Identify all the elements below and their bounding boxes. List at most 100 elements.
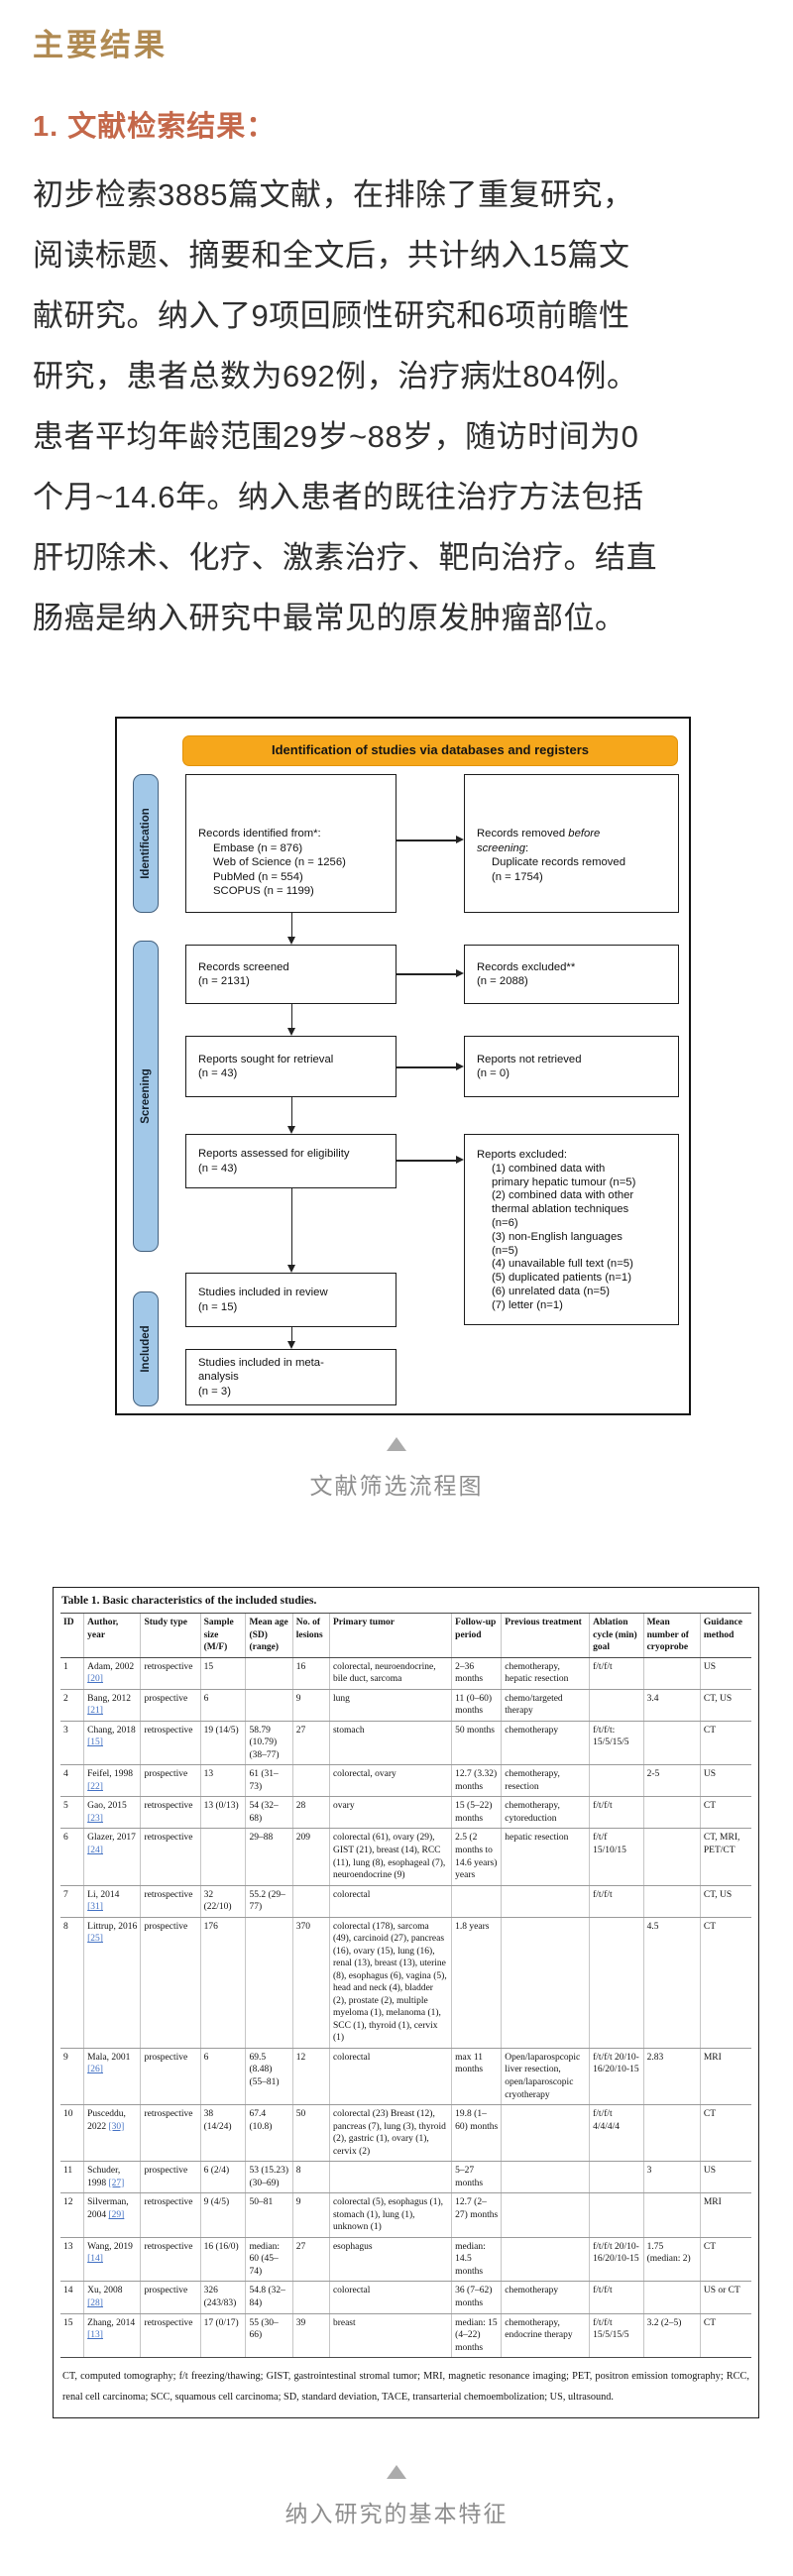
- table-cell: colorectal (23) Breast (12), pancreas (7…: [328, 2104, 452, 2163]
- citation-link[interactable]: [20]: [87, 1674, 103, 1685]
- table-cell: Glazer, 2017 [24]: [83, 1828, 141, 1886]
- table-cell: 67.4 (10.8): [245, 2104, 293, 2163]
- table-cell: chemotherapy, endocrine therapy: [501, 2313, 590, 2359]
- table-cell: 19.8 (1–60) months: [451, 2104, 502, 2163]
- citation-link[interactable]: [13]: [87, 2330, 103, 2341]
- table-cell: 12.7 (3.32) months: [451, 1764, 502, 1798]
- table-cell: 50: [291, 2104, 330, 2163]
- citation-link[interactable]: [29]: [108, 2209, 125, 2220]
- flow-box-line: (n=5): [492, 1244, 518, 1257]
- table-cell: f/t/f/t: [589, 2281, 644, 2314]
- table-cell: 8: [291, 2161, 330, 2194]
- table-column-header: Study type: [140, 1613, 201, 1658]
- citation-link[interactable]: [25]: [87, 1934, 103, 1945]
- table-cell: chemotherapy: [501, 1721, 590, 1766]
- table-cell: 69.5 (8.48) (55–81): [245, 2048, 293, 2106]
- citation-link[interactable]: [27]: [108, 2178, 125, 2188]
- flow-box-line: Records excluded**: [477, 960, 576, 973]
- table-column-header: Follow-up period: [451, 1613, 502, 1658]
- citation-link[interactable]: [31]: [87, 1902, 103, 1913]
- citation-link[interactable]: [23]: [87, 1813, 103, 1824]
- flow-box-line: (1) combined data with: [492, 1162, 606, 1175]
- table-cell: Zhang, 2014 [13]: [83, 2313, 141, 2359]
- arrow-right-icon: [456, 836, 464, 844]
- table-cell: Schuder, 1998 [27]: [83, 2161, 141, 2194]
- table-cell: [501, 2161, 590, 2194]
- flow-arrow-line: [396, 973, 457, 975]
- flow-box: Records excluded**(n = 2088): [464, 945, 679, 1004]
- table-cell: retrospective: [140, 2313, 201, 2359]
- table-cell: 38 (14/24): [199, 2104, 246, 2163]
- table-cell: MRI: [699, 2048, 751, 2106]
- caption-arrow-icon: [387, 1437, 406, 1451]
- table-cell: 9: [60, 2048, 84, 2106]
- table-cell: f/t/f/t 20/10-16/20/10-15: [589, 2048, 644, 2106]
- arrow-right-icon: [456, 969, 464, 978]
- table-cell: 61 (31–73): [245, 1764, 293, 1798]
- table-cell: hepatic resection: [501, 1828, 590, 1886]
- table-cell: 15: [199, 1657, 246, 1690]
- table-cell: 1.75 (median: 2): [642, 2237, 701, 2283]
- table-cell: [245, 1657, 293, 1690]
- citation-link[interactable]: [14]: [87, 2254, 103, 2265]
- table-cell: US: [699, 1657, 751, 1690]
- citation-link[interactable]: [22]: [87, 1781, 103, 1792]
- table-cell: 15: [60, 2313, 84, 2359]
- table-cell: 5–27 months: [451, 2161, 502, 2194]
- table-cell: f/t/f/t 15/5/15/5: [589, 2313, 644, 2359]
- paragraph-line: 阅读标题、摘要和全文后，共计纳入15篇文: [33, 238, 630, 273]
- table-cell: 16: [291, 1657, 330, 1690]
- citation-link[interactable]: [24]: [87, 1845, 103, 1855]
- table-cell: 39: [291, 2313, 330, 2359]
- table-cell: prospective: [140, 2281, 201, 2314]
- table-cell: [199, 1828, 246, 1886]
- citation-link[interactable]: [28]: [87, 2297, 103, 2308]
- table-cell: 8: [60, 1917, 84, 2049]
- flow-box: Reports assessed for eligibility(n = 43): [185, 1134, 396, 1188]
- table-cell: [501, 2237, 590, 2283]
- table-cell: [642, 1721, 701, 1766]
- flow-box-line: (3) non-English languages: [492, 1230, 623, 1243]
- table-footnote: CT, computed tomography; f/t freezing/th…: [62, 2371, 749, 2404]
- flow-arrow-line: [396, 840, 457, 841]
- table-cell: 54.8 (32–84): [245, 2281, 293, 2314]
- table-cell: CT: [699, 1796, 751, 1830]
- table-cell: Li, 2014 [31]: [83, 1885, 141, 1918]
- table-cell: colorectal (5), esophagus (1), stomach (…: [328, 2192, 452, 2238]
- table-cell: 2.83: [642, 2048, 701, 2106]
- flow-arrow-line: [396, 1160, 457, 1162]
- citation-link[interactable]: [15]: [87, 1737, 103, 1748]
- arrow-down-icon: [286, 1126, 295, 1134]
- table-cell: [589, 1764, 644, 1798]
- table-cell: 4.5: [642, 1917, 701, 2049]
- table-cell: Xu, 2008 [28]: [83, 2281, 141, 2314]
- paragraph-line: 患者平均年龄范围29岁~88岁，随访时间为0: [33, 419, 639, 454]
- table-cell: CT: [699, 2104, 751, 2163]
- flow-box: Records identified from*:Embase (n = 876…: [185, 774, 396, 913]
- table-cell: CT, MRI, PET/CT: [699, 1828, 751, 1886]
- prisma-flowchart: Identification of studies via databases …: [115, 717, 691, 1415]
- table-cell: 10: [60, 2104, 84, 2163]
- table-cell: [245, 1917, 293, 2049]
- table-column-header: Guidance method: [699, 1613, 751, 1658]
- citation-link[interactable]: [30]: [108, 2121, 125, 2132]
- table-cell: CT, US: [699, 1885, 751, 1918]
- stage-label-included: Included: [133, 1291, 159, 1406]
- table-cell: esophagus: [328, 2237, 452, 2283]
- table-cell: 58.79 (10.79) (38–77): [245, 1721, 293, 1766]
- table-cell: Gao, 2015 [23]: [83, 1796, 141, 1830]
- flow-box: Records screened(n = 2131): [185, 945, 396, 1004]
- table-cell: 2–36 months: [451, 1657, 502, 1690]
- citation-link[interactable]: [26]: [87, 2065, 103, 2075]
- paragraph-line: 献研究。纳入了9项回顾性研究和6项前瞻性: [33, 298, 630, 333]
- table-cell: [642, 1885, 701, 1918]
- table-column-header: No. of lesions: [291, 1613, 330, 1658]
- table-cell: retrospective: [140, 1657, 201, 1690]
- citation-link[interactable]: [21]: [87, 1706, 103, 1717]
- table-cell: 6: [199, 1689, 246, 1722]
